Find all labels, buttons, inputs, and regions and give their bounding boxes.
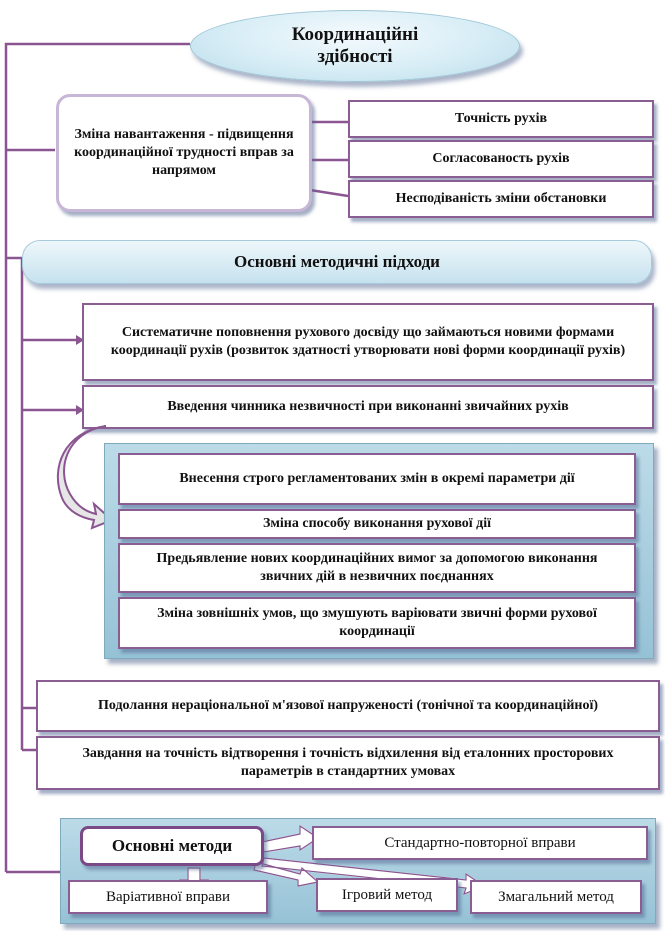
title-text: Координаційні здібності <box>291 24 419 67</box>
load-change-box: Зміна навантаження - підвищення координа… <box>56 94 312 212</box>
load-change-text: Зміна навантаження - підвищення координа… <box>74 127 294 178</box>
sub-approach-method: Зміна способу виконання рухової дії <box>118 509 636 539</box>
approaches-bar: Основні методичні підходи <box>22 240 652 284</box>
method-variative: Варіативної вправи <box>68 880 268 914</box>
method-game: Ігровий метод <box>316 878 458 912</box>
direction-accuracy: Точність рухів <box>348 100 654 138</box>
direction-unexpected: Несподіваність зміни обстановки <box>348 180 654 218</box>
title-ellipse: Координаційні здібності <box>190 10 520 82</box>
sub-approach-external: Зміна зовнішніх умов, що змушують варіюв… <box>118 597 636 649</box>
approaches-title: Основні методичні підходи <box>234 252 440 271</box>
direction-coordination: Согласованость рухів <box>348 140 654 178</box>
methods-title-box: Основні методи <box>80 826 264 866</box>
approach-precision: Завдання на точність відтворення і точні… <box>36 736 660 790</box>
main-spine-line <box>4 42 190 872</box>
sub-approach-params: Внесення строго регламентованих змін в о… <box>118 453 636 505</box>
approach-unusual: Введення чинника незвичності при виконан… <box>82 385 654 429</box>
method-competitive: Змагальний метод <box>470 880 642 914</box>
method-standard: Стандартно-повторної вправи <box>312 826 648 860</box>
approach-systematic: Систематичне поповнення рухового досвіду… <box>82 303 654 381</box>
sub-approach-new-requirements: Предьявление нових координаційних вимог … <box>118 543 636 593</box>
approach-tension: Подолання нераціональної м'язової напруж… <box>36 680 660 732</box>
